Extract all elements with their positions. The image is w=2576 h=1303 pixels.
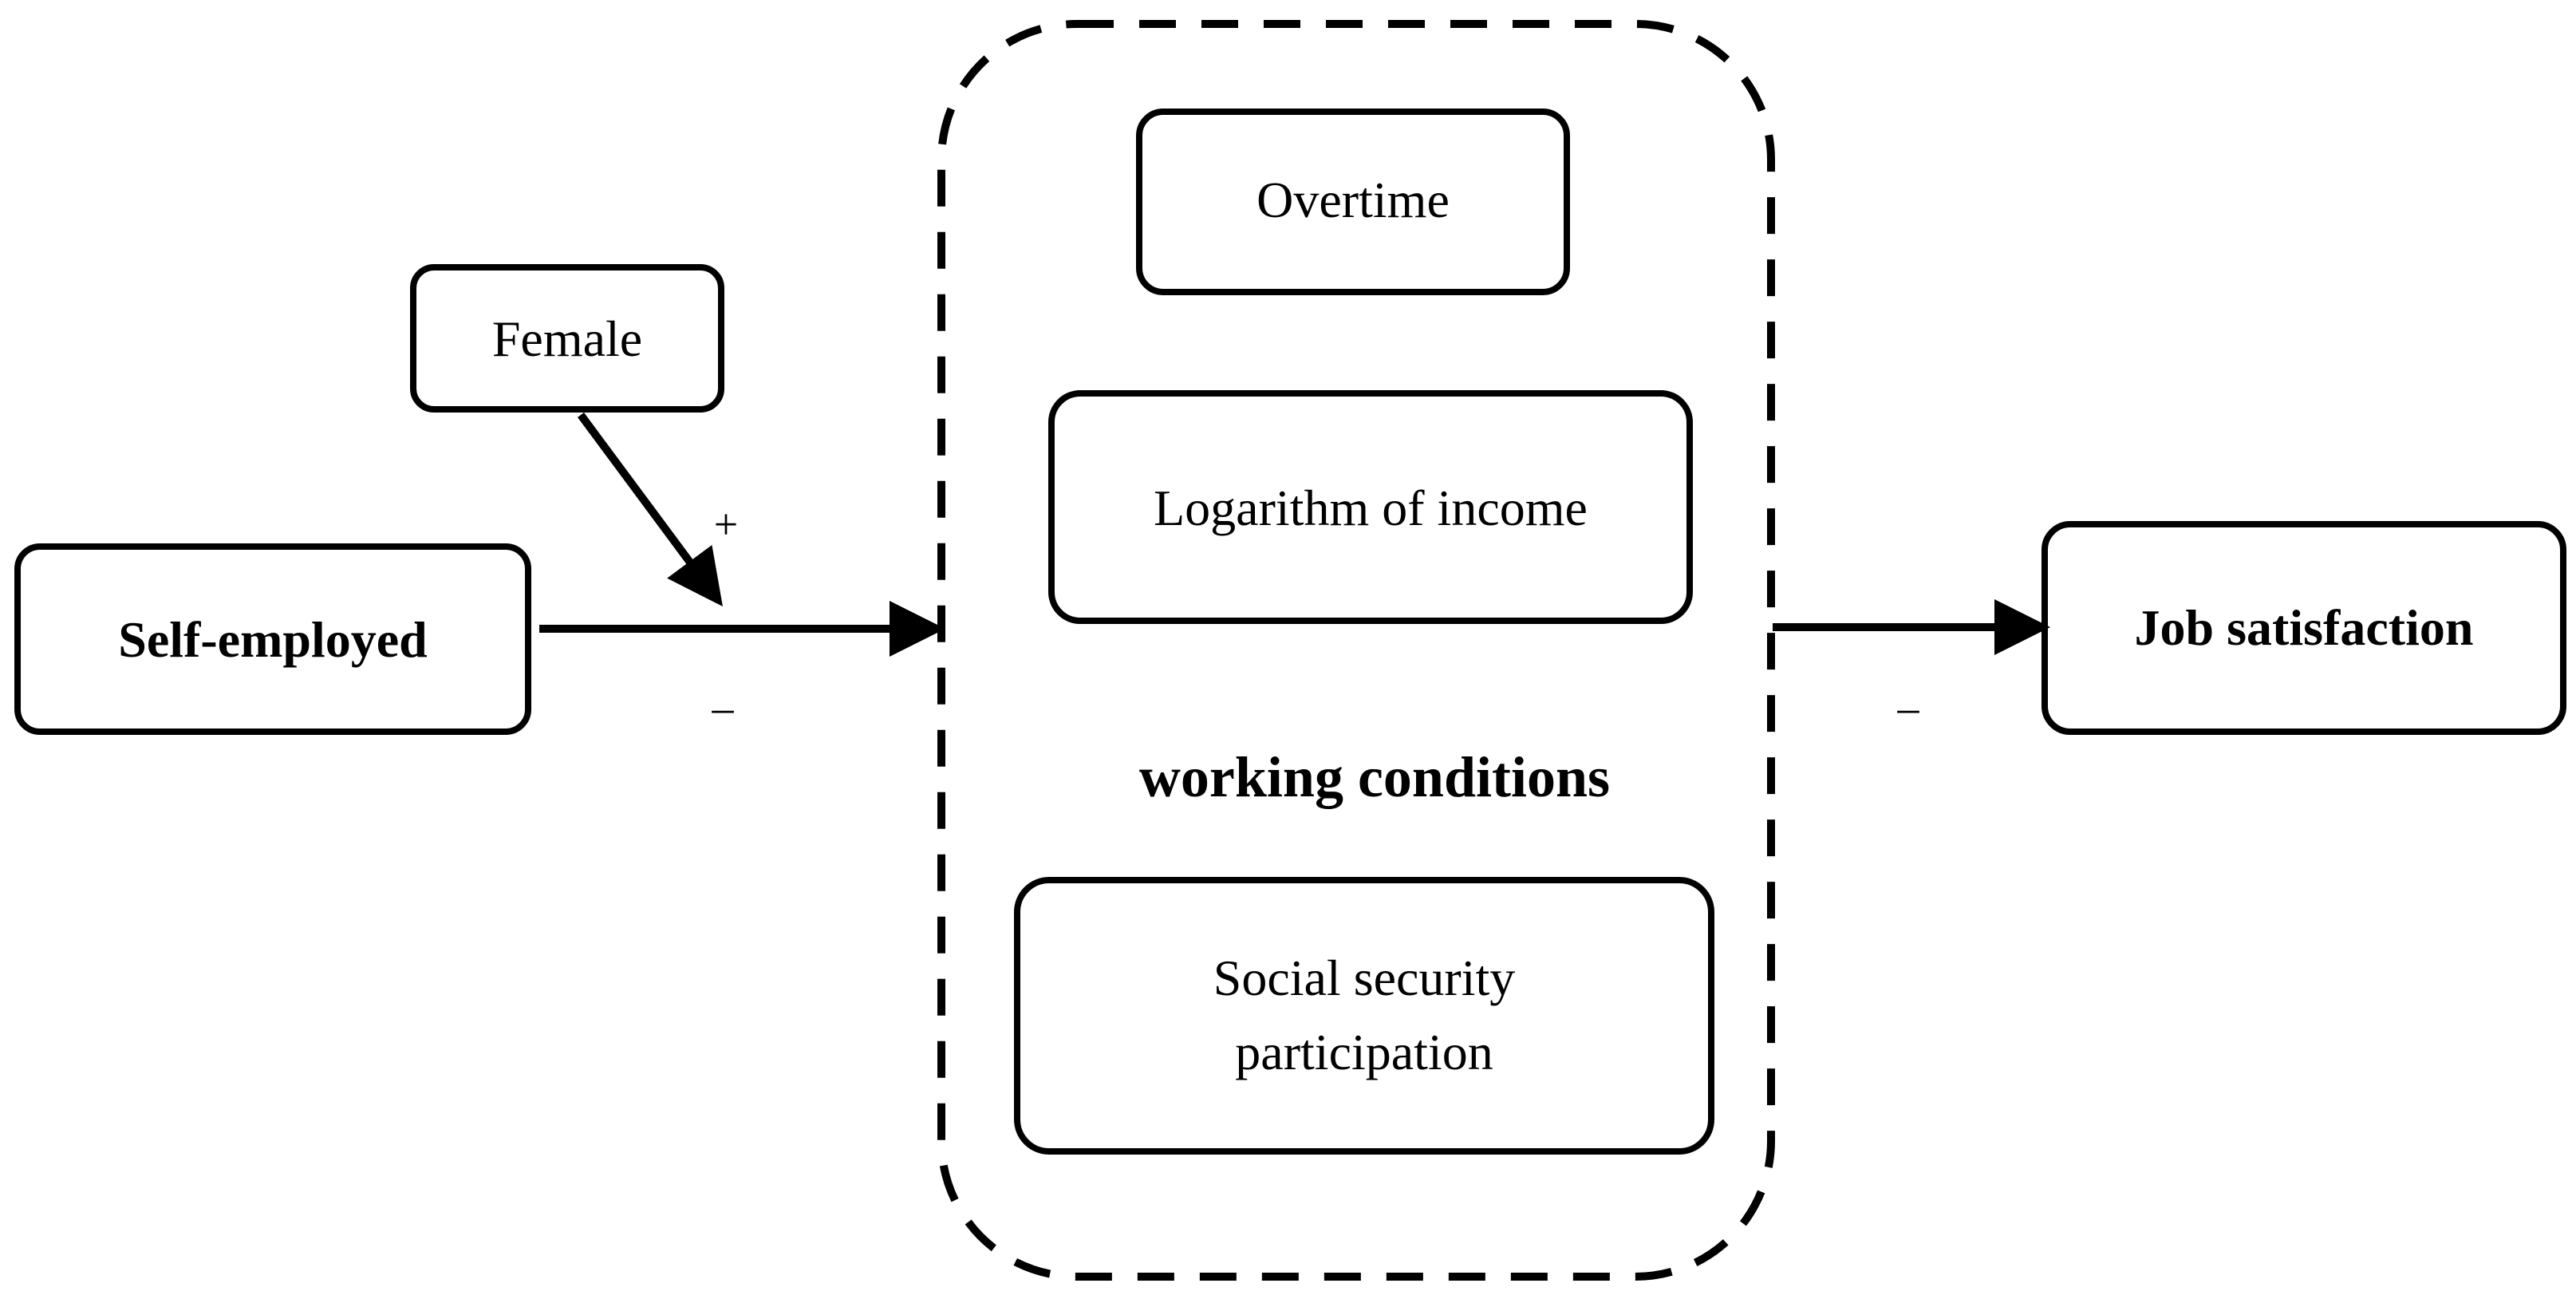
minus-sign-right: – <box>1897 684 1920 732</box>
overtime-node: Overtime <box>1136 109 1570 295</box>
overtime-label: Overtime <box>1256 172 1450 228</box>
self-employed-label: Self-employed <box>118 611 428 668</box>
job-satisfaction-label: Job satisfaction <box>2135 599 2474 656</box>
self-employed-node: Self-employed <box>14 543 531 735</box>
working-conditions-label: working conditions <box>1139 745 1610 809</box>
log-income-node: Logarithm of income <box>1048 390 1693 624</box>
female-node: Female <box>410 264 724 413</box>
minus-sign-left: – <box>712 684 735 732</box>
social-security-label-line1: Social security <box>1213 950 1516 1006</box>
social-security-node: Social security participation <box>1014 877 1714 1155</box>
plus-sign: + <box>714 500 738 548</box>
job-satisfaction-node: Job satisfaction <box>2041 521 2566 735</box>
log-income-label: Logarithm of income <box>1154 480 1588 536</box>
arrow-female-to-path <box>577 413 723 607</box>
female-label: Female <box>492 310 642 367</box>
social-security-label-line2: participation <box>1235 1024 1493 1080</box>
working-conditions-group <box>937 20 1775 1281</box>
